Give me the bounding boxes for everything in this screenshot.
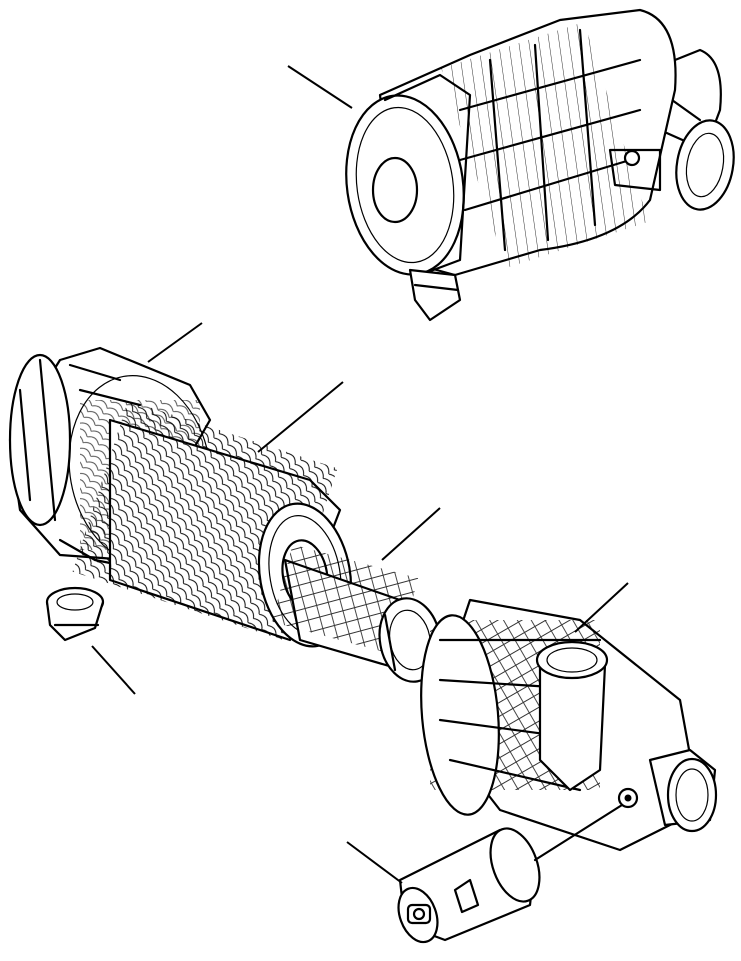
housing-inlet xyxy=(535,640,609,792)
restriction-indicator xyxy=(397,803,624,944)
leader-primary xyxy=(257,381,344,453)
leader-safety xyxy=(381,507,441,561)
housing-outlet xyxy=(648,748,718,833)
assembled-dust-valve xyxy=(408,268,462,322)
leader-housing xyxy=(574,582,629,633)
assembled-air-cleaner xyxy=(345,8,735,322)
leader-dust-valve xyxy=(91,645,136,695)
air-cleaner-housing xyxy=(420,598,718,852)
leader-cover xyxy=(147,322,203,363)
leader-assembled xyxy=(287,65,353,109)
dust-valve xyxy=(45,586,105,642)
safety-element xyxy=(271,544,442,683)
leader-indicator xyxy=(346,841,403,884)
